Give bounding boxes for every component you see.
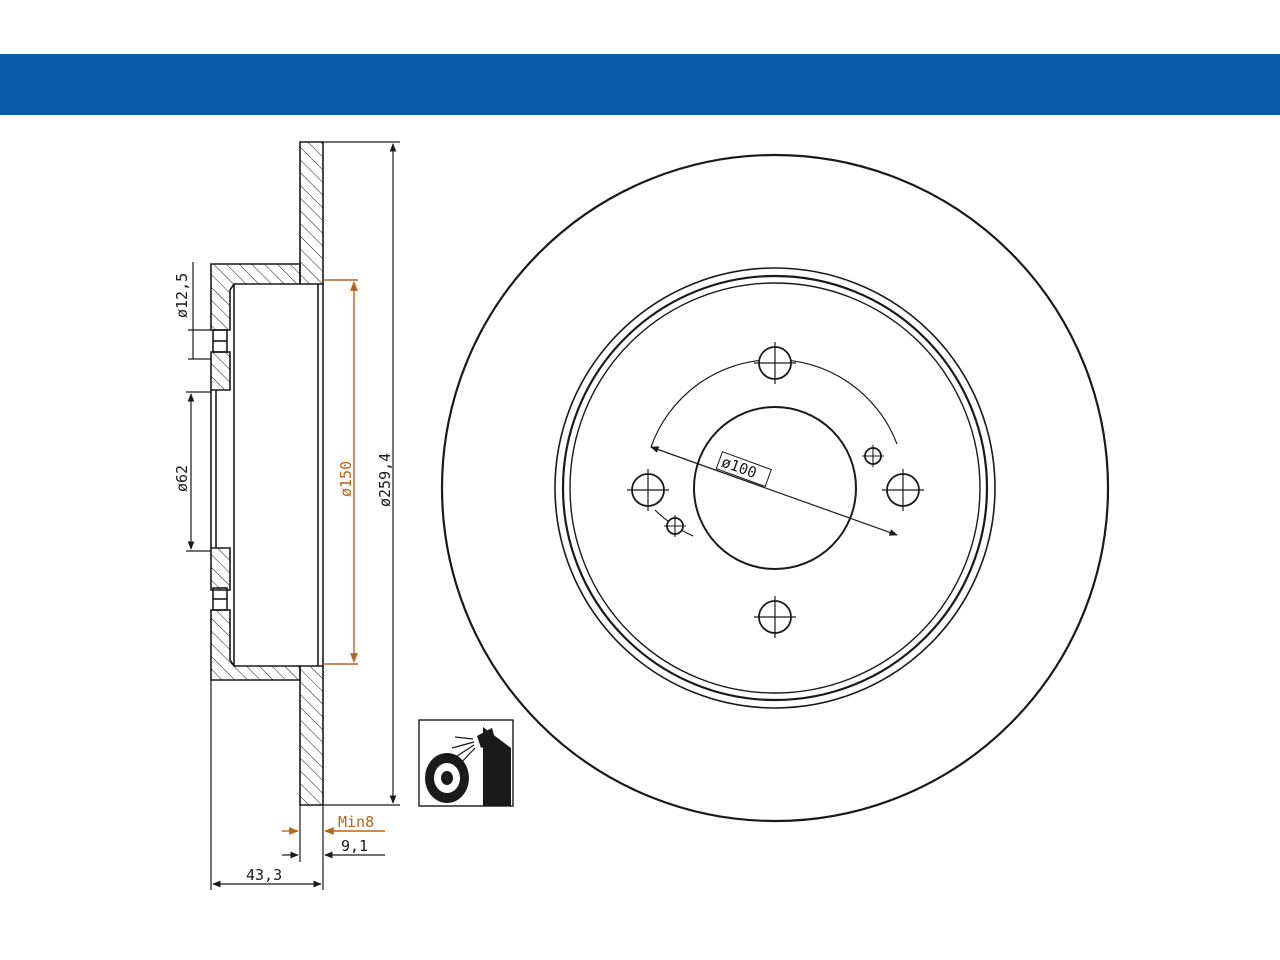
locator-hole-left xyxy=(664,515,686,537)
locator-hole-right xyxy=(862,445,884,467)
hat-outer-edge xyxy=(561,274,989,702)
dim-outer-diameter: ø259,4 xyxy=(376,453,394,507)
bolt-holes xyxy=(627,342,924,638)
part-number: 24.0109-0189.1 xyxy=(388,119,712,171)
dim-bolt-circle: ø100 xyxy=(719,453,759,482)
bolt-circle-label: ø100 xyxy=(715,451,772,488)
bolt-hole-left xyxy=(627,469,669,511)
accent-dimension-lines xyxy=(282,279,385,835)
dim-total-height: 43,3 xyxy=(246,866,282,884)
outer-rim xyxy=(440,153,1110,823)
center-bore-circle xyxy=(693,406,857,570)
bolt-hole-right xyxy=(882,469,924,511)
dim-center-bore: ø62 xyxy=(173,465,191,492)
friction-inner-edge xyxy=(554,267,996,709)
spray-cleaning-icon xyxy=(418,719,514,807)
side-section-view xyxy=(210,141,324,806)
dim-thickness: 9,1 xyxy=(341,837,368,855)
hat-step xyxy=(569,282,981,694)
front-view-disc xyxy=(440,153,1110,823)
hub-wall-upper xyxy=(210,351,231,391)
dim-hub-hole: ø12,5 xyxy=(173,273,191,318)
hat-flange-top xyxy=(210,263,301,331)
hub-wall-lower xyxy=(210,547,231,591)
hat-flange-bottom xyxy=(210,609,301,681)
friction-ring-top xyxy=(299,141,324,285)
friction-ring-bottom xyxy=(299,665,324,806)
dim-min-thickness: Min8 xyxy=(338,813,374,831)
dim-hat-diameter: ø150 xyxy=(337,461,355,497)
bolt-circle-dimension xyxy=(650,446,898,536)
bolt-hole-bottom xyxy=(754,596,796,638)
dimension-lines xyxy=(186,141,400,890)
bolt-hole-top xyxy=(754,342,796,384)
